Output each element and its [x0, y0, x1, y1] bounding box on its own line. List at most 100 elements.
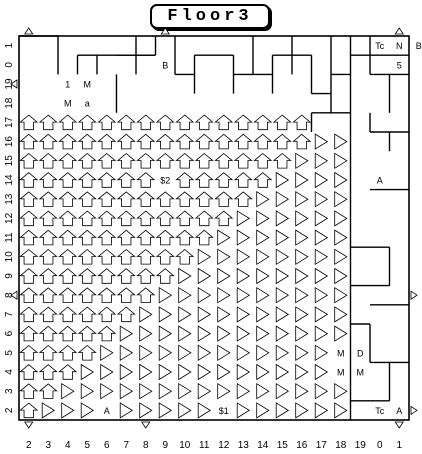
flow-up-arrow — [155, 248, 175, 265]
flow-up-arrow — [97, 210, 117, 227]
column-label: 12 — [218, 440, 230, 451]
row-label: 9 — [4, 273, 15, 279]
flow-up-arrow — [19, 287, 39, 303]
flow-right-arrow — [119, 402, 134, 419]
row-label: 17 — [4, 116, 15, 128]
flow-right-arrow — [197, 344, 212, 362]
flow-up-arrow — [38, 287, 58, 303]
flow-up-arrow — [136, 152, 156, 169]
flow-right-arrow — [256, 210, 270, 227]
cell-label: A — [396, 406, 402, 416]
flow-up-arrow — [19, 325, 39, 342]
flow-up-arrow — [58, 287, 78, 303]
flow-right-arrow — [334, 286, 348, 304]
flow-up-arrow — [38, 364, 58, 380]
flow-up-arrow — [19, 306, 39, 323]
flow-up-arrow — [116, 229, 136, 246]
flow-up-arrow — [116, 172, 136, 188]
cell-label: M — [357, 368, 365, 378]
flow-up-arrow — [58, 133, 78, 150]
flow-up-arrow — [38, 306, 58, 323]
flow-right-arrow — [275, 286, 290, 304]
flow-up-arrow — [116, 248, 136, 265]
flow-right-arrow — [295, 152, 309, 170]
flow-up-arrow — [77, 344, 97, 361]
flow-right-arrow — [178, 306, 192, 323]
flow-up-arrow — [272, 133, 292, 150]
flow-up-arrow — [194, 191, 214, 207]
flow-up-arrow — [38, 114, 58, 131]
flow-up-arrow — [136, 133, 156, 150]
flow-up-arrow — [233, 133, 253, 150]
flow-up-arrow — [77, 306, 97, 323]
flow-up-arrow — [19, 268, 39, 284]
flow-right-arrow — [256, 402, 270, 419]
flow-right-arrow — [295, 171, 309, 189]
flow-up-arrow — [77, 191, 97, 207]
flow-up-arrow — [253, 114, 273, 131]
cell-label: $2 — [160, 176, 170, 186]
flow-up-arrow — [155, 152, 175, 169]
flow-right-arrow — [275, 344, 290, 362]
flow-right-arrow — [236, 325, 251, 342]
flow-up-arrow — [97, 287, 117, 303]
row-label: 19 — [4, 78, 15, 90]
flow-up-arrow — [19, 383, 39, 399]
flow-up-arrow — [77, 248, 97, 265]
flow-up-arrow — [97, 306, 117, 323]
flow-right-arrow — [178, 344, 192, 362]
flow-right-arrow — [275, 306, 290, 323]
floor-title: Floor3 — [167, 7, 253, 26]
flow-right-arrow — [139, 325, 153, 342]
flow-right-arrow — [139, 306, 153, 323]
flow-right-arrow — [80, 402, 95, 419]
edge-marker — [10, 290, 18, 300]
flow-up-arrow — [116, 287, 136, 303]
flow-up-arrow — [214, 210, 234, 227]
flow-right-arrow — [314, 344, 329, 362]
flow-right-arrow — [295, 248, 309, 266]
flow-up-arrow — [38, 210, 58, 227]
flow-right-arrow — [334, 229, 348, 246]
edge-marker — [10, 79, 18, 89]
flow-right-arrow — [295, 190, 309, 208]
flow-right-arrow — [314, 363, 329, 381]
flow-up-arrow — [155, 268, 175, 284]
flow-up-arrow — [77, 133, 97, 150]
flow-right-arrow — [334, 171, 348, 189]
flow-up-arrow — [136, 287, 156, 303]
floor-title-box: Floor3 — [150, 4, 270, 29]
cell-label: $1 — [219, 406, 229, 416]
flow-up-arrow — [136, 210, 156, 227]
flow-up-arrow — [136, 191, 156, 207]
column-label: 4 — [65, 440, 71, 451]
flow-right-arrow — [275, 382, 290, 400]
cell-label: D — [357, 348, 364, 358]
flow-up-arrow — [155, 133, 175, 150]
flow-up-arrow — [116, 152, 136, 169]
flow-up-arrow — [58, 210, 78, 227]
flow-up-arrow — [58, 172, 78, 188]
column-label: 7 — [123, 440, 129, 451]
flow-up-arrow — [272, 114, 292, 131]
flow-up-arrow — [175, 248, 195, 265]
flow-right-arrow — [314, 190, 329, 208]
flow-right-arrow — [236, 382, 251, 400]
flow-right-arrow — [119, 344, 134, 362]
flow-up-arrow — [194, 229, 214, 246]
flow-right-arrow — [139, 344, 153, 362]
flow-up-arrow — [38, 229, 58, 246]
flow-right-arrow — [314, 229, 329, 246]
flow-up-arrow — [194, 133, 214, 150]
flow-up-arrow — [272, 152, 292, 169]
column-label: 9 — [162, 440, 168, 451]
flow-right-arrow — [334, 190, 348, 208]
flow-right-arrow — [139, 402, 153, 419]
flow-up-arrow — [214, 191, 234, 207]
column-label: 15 — [277, 440, 289, 451]
flow-right-arrow — [178, 325, 192, 342]
flow-right-arrow — [314, 267, 329, 285]
flow-up-arrow — [253, 133, 273, 150]
flow-right-arrow — [295, 344, 309, 362]
